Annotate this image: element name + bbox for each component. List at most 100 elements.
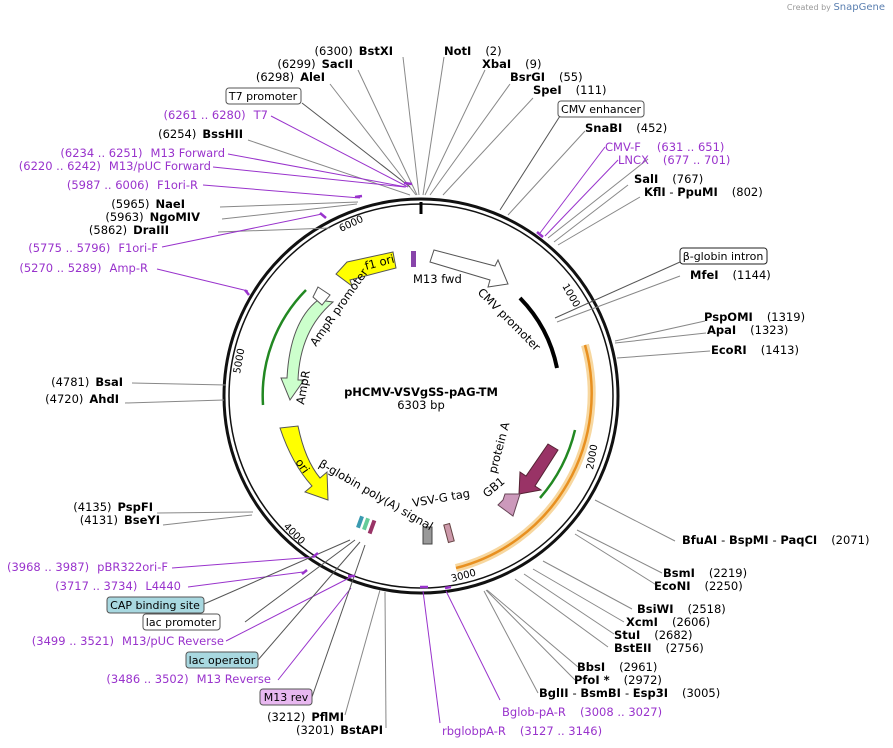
enzyme-bsteii-name: BstEII [614,641,652,655]
box-t7-promoter: T7 promoter [225,87,302,105]
enzyme-bsiwi-pos: (2518) [688,602,726,616]
enzyme-bsai: (4781)BsaI [51,375,123,389]
vsvg-tag-marker [443,522,455,544]
primer-ticks [244,181,544,590]
primer-f1ori-f-name: F1ori-F [118,241,158,255]
ring-tick-2000: 2000 [585,444,600,471]
enzyme-ecori-pos: (1413) [761,343,799,357]
enzyme-kfli-ppumi: KflI - PpuMI (802) [644,185,763,199]
enzyme-bsmbi-name: BsmBI [580,686,621,700]
enzyme-xbai: XbaI(9) [482,57,541,71]
snapgene-logo-text: SnapGene [833,2,885,13]
primer-l4440-name: L4440 [145,579,181,593]
enzyme-kfli-pos: (802) [732,185,763,199]
enzyme-noti-pos: (2) [485,44,501,58]
green-arc-left [261,289,307,406]
enzyme-bstxi: (6300)BstXI [314,44,393,58]
protein-a-label: protein A [485,420,512,474]
enzyme-bbsi: BbsI(2961) [577,660,657,674]
enzyme-bsmi-pos: (2219) [709,566,747,580]
box-beta-globin-intron-text: β-globin intron [683,250,764,263]
enzyme-apai-name: ApaI [707,323,736,337]
m13-fwd-marker [411,251,416,267]
box-lac-operator: lac operator [185,651,259,669]
enzyme-ahdi-name: AhdI [89,392,119,406]
box-lac-promoter: lac promoter [142,613,221,631]
enzyme-noti-name: NotI [444,44,471,58]
enzyme-bsrgi-name: BsrGI [510,70,545,84]
enzyme-pfoi-name: PfoI * [574,673,610,687]
enzyme-mfei: MfeI(1144) [690,268,771,282]
enzyme-pflmi: (3212)PflMI [267,710,344,724]
primer-f1ori-r: (5987 .. 6006)F1ori-R [67,178,198,192]
enzyme-ngomiv: (5963)NgoMIV [105,210,200,224]
enzyme-kfli-sep: - [666,185,677,199]
box-cap-binding-site-text: CAP binding site [110,599,200,612]
enzyme-bfuai-bspmi-paqci: BfuAI- BspMI- PaqCI(2071) [682,533,869,547]
enzyme-naei-pos: (5965) [111,197,149,211]
enzyme-naei: (5965)NaeI [111,197,185,211]
enzyme-esp3i-name: Esp3I [633,686,668,700]
enzyme-alei-pos: (6298) [256,70,294,84]
primer-leader-lines [156,115,619,724]
cmv-promoter-label: CMV promoter [475,285,544,354]
enzyme-bsai-name: BsaI [95,375,123,389]
protein-a-arrow [518,443,559,495]
enzyme-bstapi: (3201)BstAPI [296,723,383,737]
enzyme-xbai-name: XbaI [482,57,511,71]
enzyme-bsrgi: BsrGI (55) [510,70,583,84]
enzyme-bsiwi: BsiWI(2518) [637,602,726,616]
enzyme-econi: EcoNI(2250) [654,579,743,593]
primer-l4440-range: (3717 .. 3734) [55,579,137,593]
box-lac-promoter-text: lac promoter [146,616,217,629]
m13-fwd-label: M13 fwd [413,272,462,286]
enzyme-alei: (6298)AleI [256,70,325,84]
boxed-feature-leader-lines [203,102,681,698]
enzyme-bspmi-name: BspMI [729,533,769,547]
primer-m13-reverse: (3486 .. 3502)M13 Reverse [106,672,271,686]
box-t7-promoter-text: T7 promoter [228,90,298,103]
enzyme-pspomi-pos: (1319) [767,310,805,324]
enzyme-xcmi-pos: (2606) [672,615,710,629]
enzyme-spei: SpeI(111) [533,83,607,97]
enzyme-econi-pos: (2250) [704,579,742,593]
enzyme-bstxi-name: BstXI [359,44,393,58]
enzyme-bbsi-name: BbsI [577,660,605,674]
ampr-promoter-arrow [312,286,331,306]
enzyme-stui-pos: (2682) [654,628,692,642]
enzyme-bsrgi-pos: (55) [559,70,583,84]
enzyme-noti: NotI (2) [444,44,502,58]
primer-cmv-f-name: CMV-F [605,140,641,154]
ampr-arrow [280,299,335,402]
primer-cmv-f: CMV-F(631 .. 651) [605,140,724,154]
polya-block-1 [356,515,364,529]
primer-m13-puc-reverse-range: (3499 .. 3521) [32,634,114,648]
enzyme-bglii-name: BglII [539,686,569,700]
enzyme-sacii-pos: (6299) [277,57,315,71]
enzyme-bsshii-name: BssHII [202,127,243,141]
enzyme-bseyi-name: BseYI [124,513,160,527]
ori-arrow [279,425,329,501]
box-cap-binding-site: CAP binding site [106,596,205,614]
enzyme-draiii-pos: (5862) [89,223,127,237]
enzyme-bsshii-pos: (6254) [158,127,196,141]
plasmid-name: pHCMV-VSVgSS-pAG-TM [344,385,498,399]
primer-lncx: LNCX(677 .. 701) [618,153,730,167]
gb1-arrow [497,493,521,517]
primer-m13-forward-range: (6234 .. 6251) [60,146,142,160]
enzyme-ecori: EcoRI(1413) [711,343,799,357]
enzyme-xcmi: XcmI(2606) [626,615,710,629]
gb1-label: GB1 [480,474,507,500]
enzyme-pspomi-name: PspOMI [704,310,753,324]
ring-tick-5000: 5000 [232,348,247,375]
enzyme-bsmi-name: BsmI [663,566,695,580]
box-cmv-enhancer-text: CMV enhancer [561,103,641,116]
enzyme-sacii: (6299)SacII [277,57,353,71]
enzyme-ppumi-name: PpuMI [677,185,718,199]
enzyme-kfli-name: KflI [644,185,666,199]
box-cmv-enhancer: CMV enhancer [557,100,645,118]
primer-rbglobpa-r-range: (3127 .. 3146) [520,724,602,738]
primer-pbr322ori-f-range: (3968 .. 3987) [7,560,89,574]
primer-t7-name: T7 [253,108,268,122]
